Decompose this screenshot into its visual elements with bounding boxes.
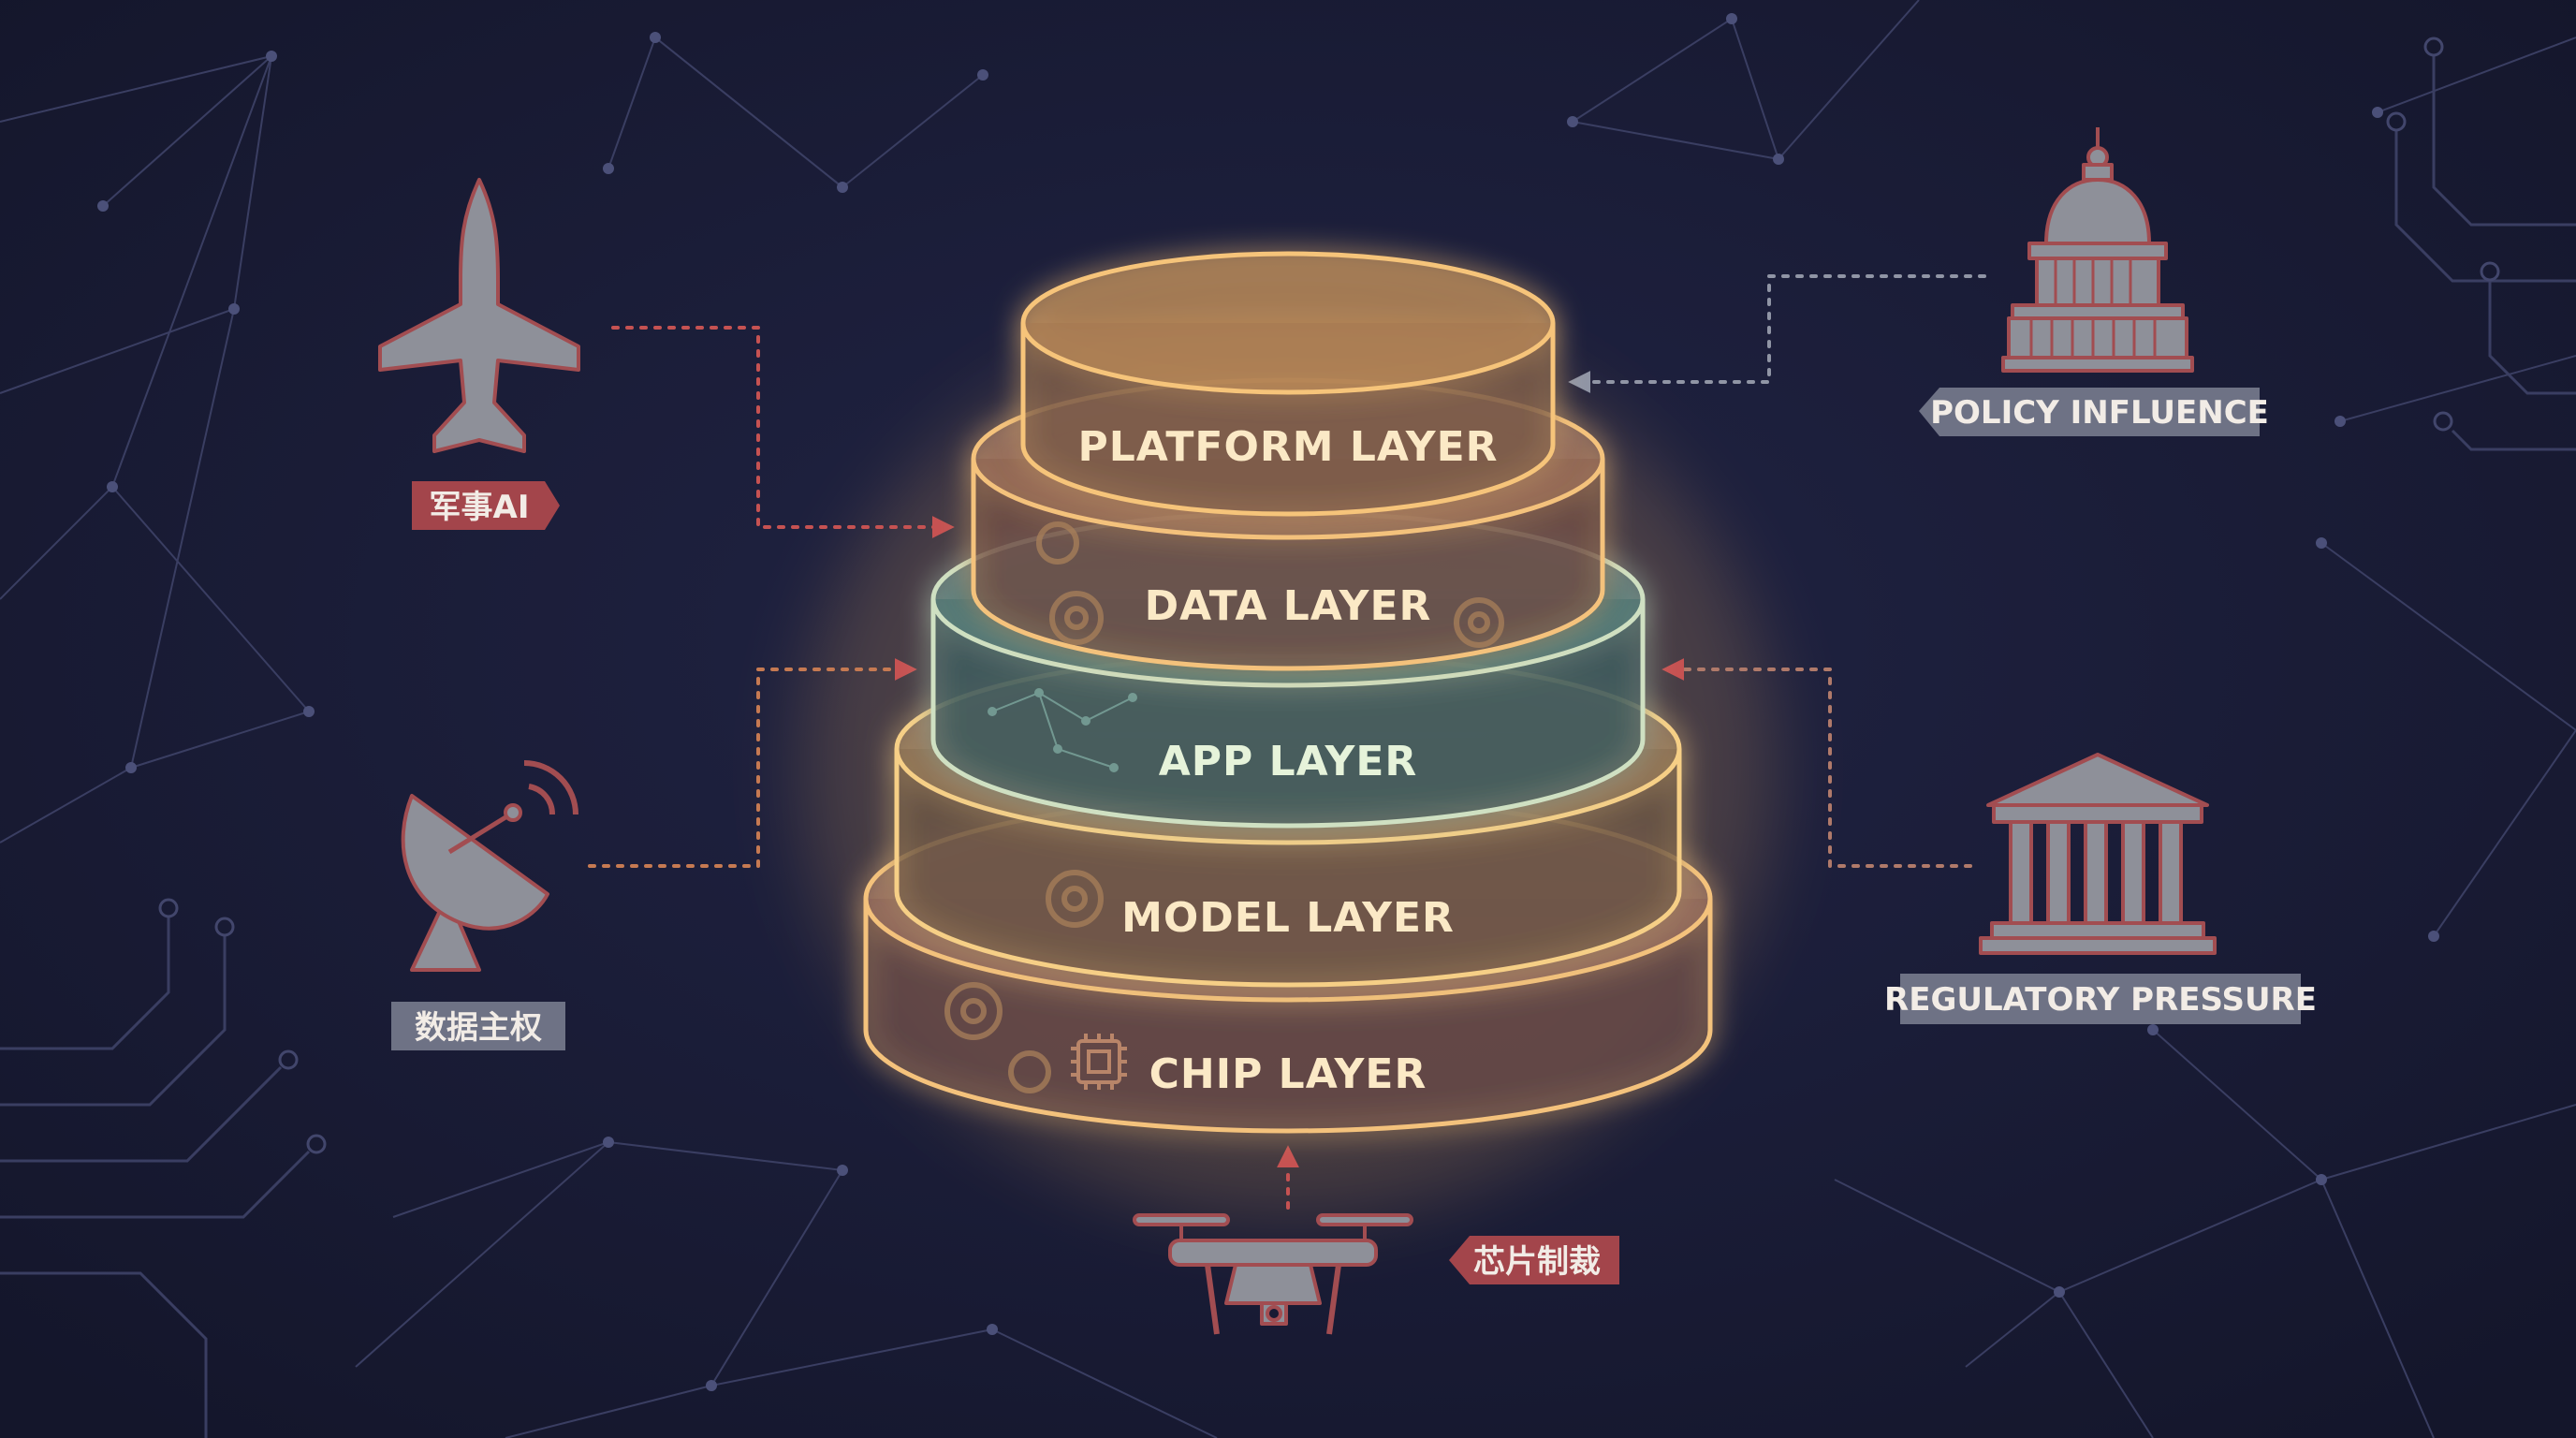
connector-military-ai (611, 326, 955, 538)
network-nodes (97, 13, 2439, 1391)
military-ai-tag: 军事AI (412, 481, 560, 530)
connector-regulatory-pressure (1661, 658, 1972, 868)
app-network-pattern (988, 688, 1137, 772)
platform-layer (1020, 251, 1556, 517)
data-sovereignty-tag: 数据主权 (391, 1002, 565, 1050)
fighter-jet-icon (378, 178, 580, 453)
connector-data-sovereignty (588, 658, 917, 868)
connector-policy-influence (1568, 274, 1986, 393)
policy-influence-tag: POLICY INFLUENCE (1919, 388, 2269, 436)
regulatory-pressure-tag-text: REGULATORY PRESSURE (1884, 981, 2317, 1019)
model-layer-label: MODEL LAYER (1121, 894, 1455, 942)
military-ai-tag-text: 军事AI (430, 489, 530, 526)
layer-stack: PLATFORM LAYER DATA LAYER APP LAYER MODE… (863, 251, 1713, 1134)
capitol-building-icon (2001, 127, 2194, 373)
chip-sanctions-tag-text: 芯片制裁 (1473, 1243, 1601, 1281)
regulatory-pressure-tag: REGULATORY PRESSURE (1884, 974, 2317, 1024)
gear-icon (944, 521, 1504, 1093)
connectors (588, 274, 1986, 1210)
platform-layer-label: PLATFORM LAYER (1077, 423, 1498, 471)
chip-sanctions-tag: 芯片制裁 (1449, 1236, 1619, 1284)
app-layer-label: APP LAYER (1159, 738, 1418, 785)
data-layer-label: DATA LAYER (1145, 582, 1432, 630)
drone-icon (1133, 1213, 1413, 1335)
chip-icon (1071, 1034, 1127, 1090)
data-sovereignty-tag-text: 数据主权 (415, 1009, 542, 1047)
circuit-pads (158, 37, 2500, 1154)
chip-layer-label: CHIP LAYER (1149, 1050, 1427, 1098)
circuit-traces (0, 56, 2576, 1438)
policy-influence-tag-text: POLICY INFLUENCE (1930, 394, 2269, 432)
courthouse-icon (1979, 753, 2217, 955)
satellite-dish-icon (401, 760, 578, 972)
